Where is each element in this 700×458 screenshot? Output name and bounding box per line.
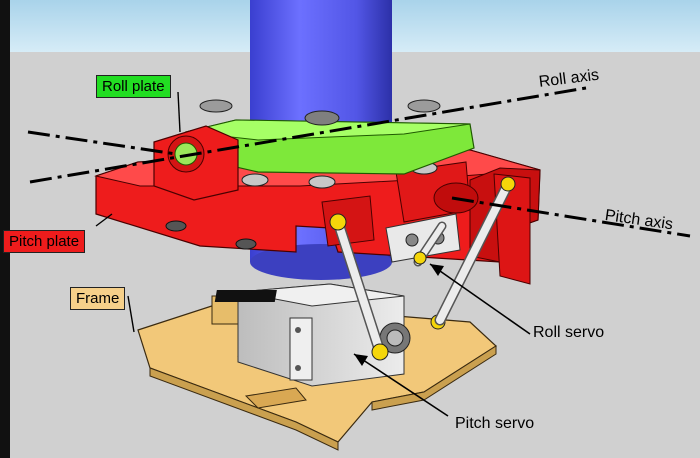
roll-servo-label: Roll servo <box>533 325 604 341</box>
frame-label: Frame <box>70 287 125 310</box>
pitch-servo-label: Pitch servo <box>455 416 534 432</box>
left-border <box>0 0 10 458</box>
roll-plate-label: Roll plate <box>96 75 171 98</box>
pitch-plate-label: Pitch plate <box>3 230 85 253</box>
